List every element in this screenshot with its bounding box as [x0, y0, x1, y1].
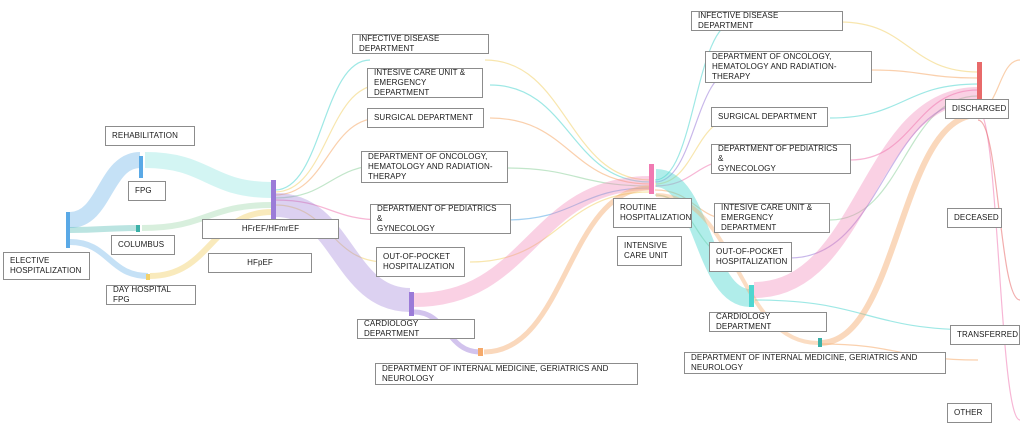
node-bar-hfref: [271, 180, 276, 220]
flow-thin-20: [829, 83, 979, 119]
flow-elective-columbus: [69, 225, 139, 233]
node-label-routine-hospitalization: ROUTINE HOSPITALIZATION: [613, 198, 692, 228]
node-bar-internal-1: [478, 348, 483, 356]
node-label-day-hospital-fpg: DAY HOSPITAL FPG: [106, 285, 196, 305]
node-label-intensive-care-unit: INTENSIVE CARE UNIT: [617, 236, 682, 266]
node-label-out-of-pocket-2: OUT-OF-POCKET HOSPITALIZATION: [709, 242, 792, 272]
node-label-deceased: DECEASED: [947, 208, 1002, 228]
node-label-internal-medicine-1: DEPARTMENT OF INTERNAL MEDICINE, GERIATR…: [375, 363, 638, 385]
node-bar-columbus: [136, 225, 140, 232]
node-label-icu-emergency-2: INTESIVE CARE UNIT & EMERGENCY DEPARTMEN…: [714, 203, 830, 233]
node-label-infective-disease-2: INFECTIVE DISEASE DEPARTMENT: [691, 11, 843, 31]
node-bar-dayhospital: [146, 274, 150, 280]
flow-thin-10: [504, 187, 651, 221]
node-label-cardiology-2: CARDIOLOGY DEPARTMENT: [709, 312, 827, 332]
node-bar-cardiology-2: [749, 285, 754, 307]
flow-cardiology-discharged: [753, 87, 979, 298]
flow-thin-24: [754, 299, 979, 331]
node-label-infective-disease-1: INFECTIVE DISEASE DEPARTMENT: [352, 34, 489, 54]
flow-thin-27: [977, 109, 1021, 421]
flow-hfref-cardiology: [275, 193, 411, 312]
flow-routine-cardiology: [654, 169, 752, 307]
node-label-fpg: FPG: [128, 181, 166, 201]
node-bar-cardiology-1: [409, 292, 414, 316]
flow-columbus-hfref: [141, 202, 273, 231]
node-label-pediatrics-2: DEPARTMENT OF PEDIATRICS & GYNECOLOGY: [711, 144, 851, 174]
node-label-transferred: TRANSFERRED: [950, 325, 1020, 345]
flow-thin-4: [274, 199, 386, 221]
flow-internal-routine: [483, 185, 651, 355]
node-bar-elective: [66, 212, 70, 248]
flow-thin-8: [489, 117, 651, 185]
flow-thin-0: [274, 59, 371, 191]
node-label-other: OTHER: [947, 403, 992, 423]
flow-thin-9: [504, 167, 651, 187]
flow-elective-fpg: [68, 152, 142, 228]
node-label-icu-emergency-1: INTESIVE CARE UNIT & EMERGENCY DEPARTMEN…: [367, 68, 483, 98]
flow-fpg-hfref: [144, 152, 273, 198]
flow-thin-11: [469, 191, 651, 263]
node-label-cardiology-1: CARDIOLOGY DEPARTMENT: [357, 319, 475, 339]
flow-thin-2: [274, 117, 381, 196]
node-bar-discharged: [977, 62, 982, 116]
node-label-oncology-2: DEPARTMENT OF ONCOLOGY, HEMATOLOGY AND R…: [705, 51, 872, 83]
node-label-oncology-1: DEPARTMENT OF ONCOLOGY, HEMATOLOGY AND R…: [361, 151, 508, 183]
flow-thin-18: [839, 21, 979, 73]
flow-dayhospital-hfref: [149, 209, 273, 279]
node-label-hfref-hfmref: HFrEF/HFmrEF: [202, 219, 339, 239]
node-label-columbus: COLUMBUS: [111, 235, 175, 255]
node-label-out-of-pocket-1: OUT-OF-POCKET HOSPITALIZATION: [376, 247, 465, 277]
node-bar-routine: [649, 164, 654, 194]
flow-thin-6: [484, 59, 651, 181]
node-label-surgical-1: SURGICAL DEPARTMENT: [367, 108, 484, 128]
flow-thin-21: [849, 89, 979, 161]
flow-internal-discharged: [819, 112, 979, 346]
flow-cardiology-routine: [413, 176, 651, 307]
flow-thin-19: [869, 69, 979, 79]
node-label-internal-medicine-2: DEPARTMENT OF INTERNAL MEDICINE, GERIATR…: [684, 352, 946, 374]
node-label-rehabilitation: REHABILITATION: [105, 126, 195, 146]
node-bar-fpg: [139, 156, 143, 178]
node-label-pediatrics-1: DEPARTMENT OF PEDIATRICS & GYNECOLOGY: [370, 204, 511, 234]
node-label-discharged: DISCHARGED: [945, 99, 1009, 119]
flow-thin-7: [489, 84, 651, 183]
node-bar-internal-2: [818, 338, 822, 347]
flow-thin-1: [274, 84, 381, 193]
node-label-hfpef: HFpEF: [208, 253, 312, 273]
node-label-surgical-2: SURGICAL DEPARTMENT: [711, 107, 828, 127]
node-label-elective-hospitalization: ELECTIVE HOSPITALIZATION: [3, 252, 90, 280]
flow-elective-dayhospital: [69, 239, 149, 279]
